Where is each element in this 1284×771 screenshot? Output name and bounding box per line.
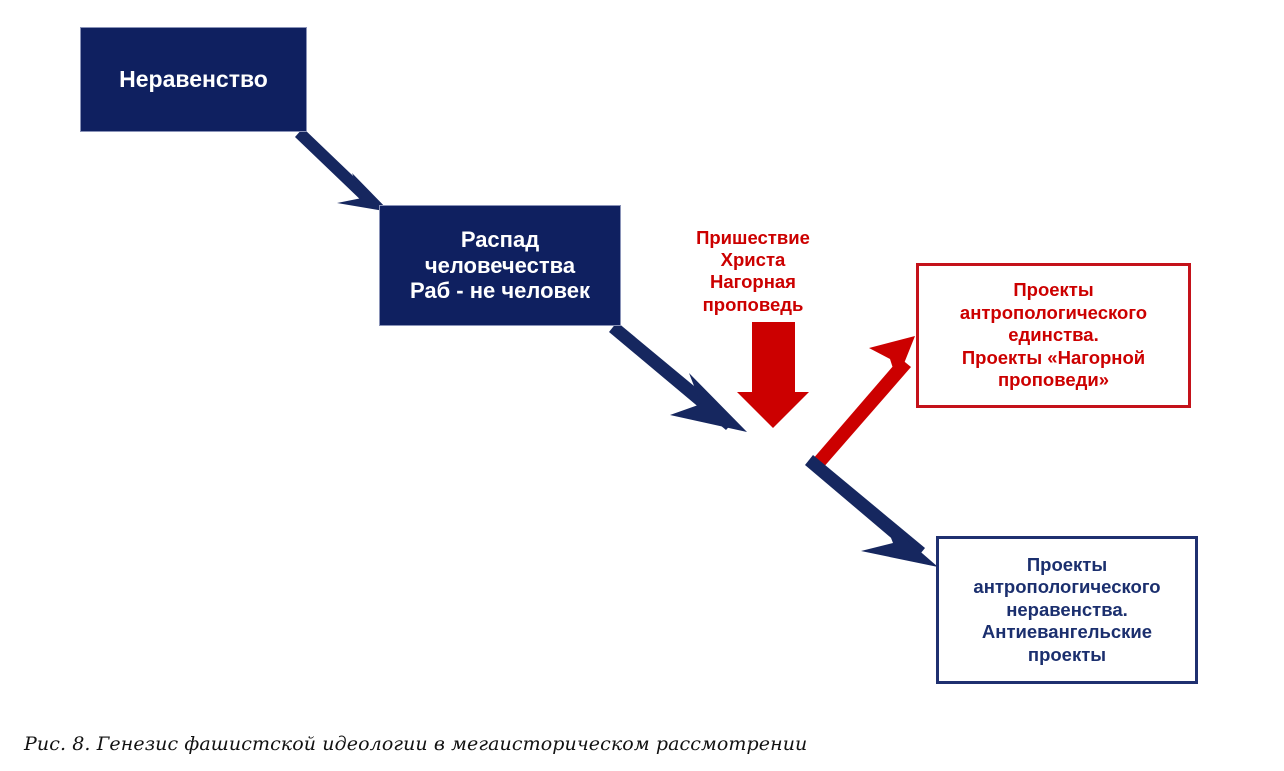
annotation-advent-of-christ: Пришествие Христа Нагорная проповедь [696, 227, 810, 315]
figure-caption: Рис. 8. Генезис фашистской идеологии в м… [24, 733, 808, 755]
node-inequality-label: Неравенство [119, 65, 268, 92]
node-anthropological-inequality-projects[interactable]: Проекты антропологического неравенства. … [936, 536, 1198, 684]
node-inequality[interactable]: Неравенство [80, 27, 307, 132]
node-collapse-of-humanity-label: Распад человечества Раб - не человек [409, 226, 590, 304]
arrow-inequality-to-collapse [295, 128, 390, 212]
node-anthropological-unity-projects[interactable]: Проекты антропологического единства. Про… [916, 263, 1191, 408]
arrow-branch-to-unity-projects [812, 336, 915, 469]
node-anthropological-unity-projects-label: Проекты антропологического единства. Про… [959, 279, 1148, 391]
node-collapse-of-humanity[interactable]: Распад человечества Раб - не человек [379, 205, 621, 326]
node-anthropological-inequality-projects-label: Проекты антропологического неравенства. … [973, 553, 1161, 665]
arrow-collapse-to-branch [609, 322, 747, 432]
arrow-branch-to-inequality-projects [805, 455, 938, 567]
arrow-advent-down [737, 322, 809, 428]
